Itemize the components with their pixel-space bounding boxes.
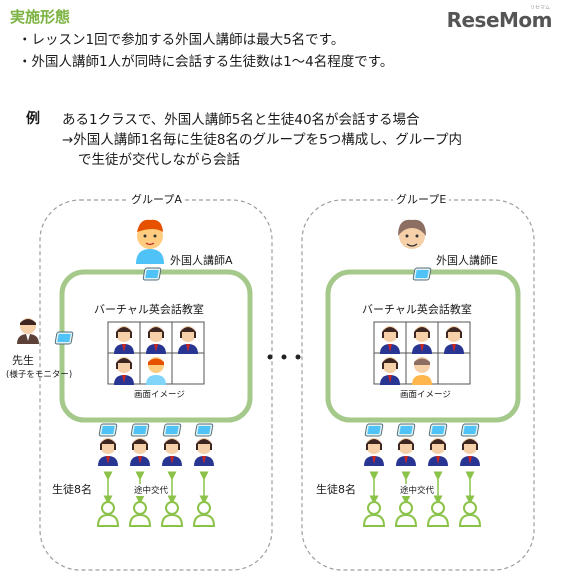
ellipsis-dot: [295, 354, 301, 360]
group-e-screen-label: 画面イメージ: [400, 390, 451, 400]
example-line-1: ある1クラスで、外国人講師5名と生徒40名が会話する場合: [62, 112, 420, 128]
resemom-logo: ReseMom: [446, 8, 553, 32]
ellipsis-dot: [267, 354, 273, 360]
group-a-screen-label: 画面イメージ: [134, 390, 185, 400]
sensei-figure: [17, 318, 39, 344]
teacher-a-figure: [136, 219, 164, 264]
group-a-students-label: 生徒8名: [52, 483, 92, 496]
group-a-students: [97, 423, 215, 527]
example-line-3: で生徒が交代しながら会話: [78, 152, 240, 168]
group-e-frame: [301, 199, 535, 571]
sensei-note: (様子をモニター): [6, 370, 73, 380]
group-e-students-label: 生徒8名: [316, 483, 356, 496]
logo-subtext: リセマム: [529, 5, 550, 11]
group-a-classroom-label: バーチャル英会話教室: [94, 303, 204, 316]
sensei-tablet: [54, 331, 74, 345]
teacher-e-tablet: [412, 267, 432, 281]
teacher-e-figure: [398, 219, 426, 249]
teacher-a-label: 外国人講師A: [170, 254, 233, 267]
example-line-2: →外国人講師1名毎に生徒8名のグループを5つ構成し、グループ内: [62, 132, 462, 148]
teacher-a-tablet: [142, 267, 162, 281]
group-a-rotation-label: 途中交代: [134, 484, 169, 496]
group-e-screen-grid: [373, 321, 471, 385]
teacher-e-label: 外国人講師E: [436, 254, 498, 267]
example-label: 例: [26, 111, 40, 127]
bullet-students-per-teacher: ・外国人講師1人が同時に会話する生徒数は1～4名程度です。: [18, 54, 394, 70]
group-a-title: グループA: [128, 191, 185, 207]
group-e-title: グループE: [393, 191, 450, 207]
sensei-label: 先生: [12, 354, 34, 367]
group-e-students: [363, 423, 481, 527]
section-heading: 実施形態: [10, 8, 71, 26]
group-e-classroom-label: バーチャル英会話教室: [362, 303, 472, 316]
group-a-frame: [39, 199, 273, 571]
group-a-screen-grid: [107, 321, 205, 385]
group-e-rotation-label: 途中交代: [400, 484, 435, 496]
ellipsis-dot: [281, 354, 287, 360]
bullet-max-teachers: ・レッスン1回で参加する外国人講師は最大5名です。: [18, 32, 345, 48]
